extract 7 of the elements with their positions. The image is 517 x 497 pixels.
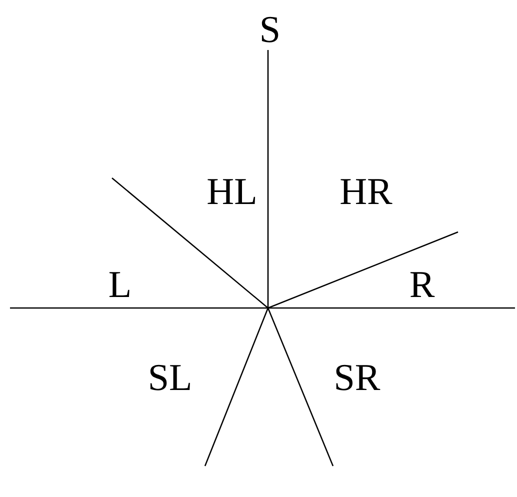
region-label: HR [340,173,392,211]
region-label: HL [206,173,258,211]
region-label: R [409,266,435,304]
region-label: SR [334,359,380,397]
region-label: L [108,266,132,304]
direction-label: S [259,11,281,49]
region-label: SL [148,359,192,397]
